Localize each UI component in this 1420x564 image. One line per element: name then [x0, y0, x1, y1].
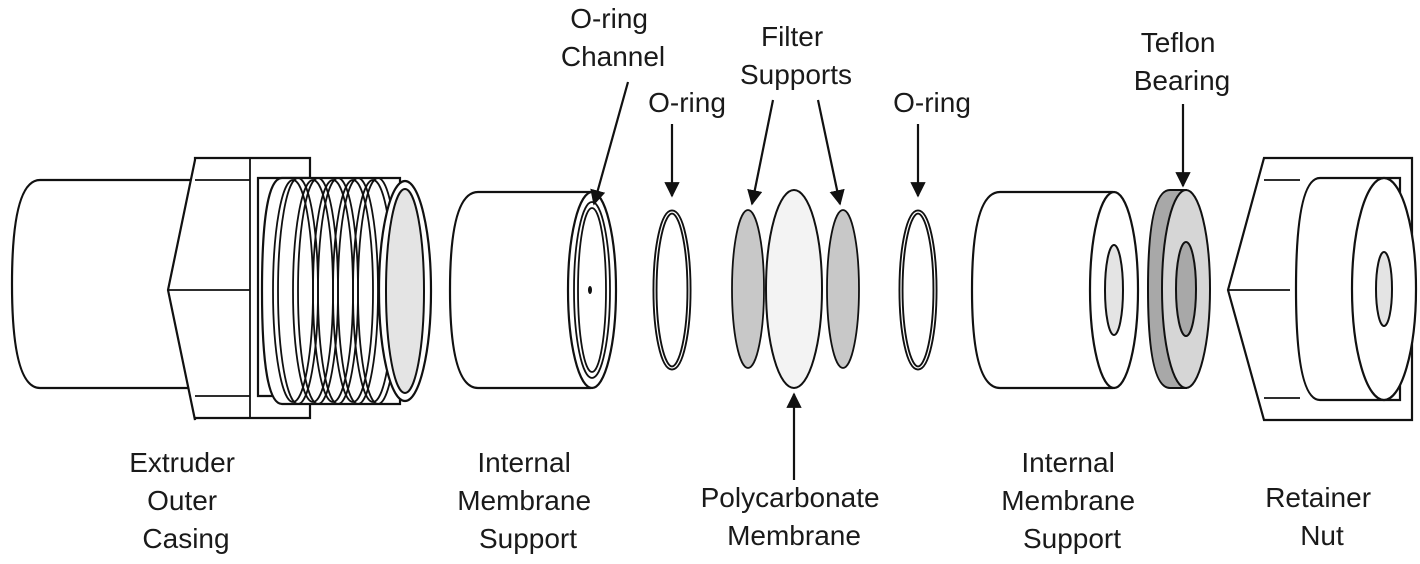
- label-filter-supports: Filter Supports: [740, 21, 852, 90]
- retainer-nut: [1226, 156, 1418, 422]
- label-o-ring-channel: O-ring Channel: [561, 3, 665, 72]
- label-polycarbonate-membrane: Polycarbonate Membrane: [701, 482, 888, 551]
- teflon-bearing: [1146, 189, 1211, 389]
- arrow-filter-support-left: [747, 99, 775, 206]
- label-retainer-nut: Retainer Nut: [1265, 482, 1379, 551]
- arrow-o-ring-channel: [590, 81, 630, 206]
- extruder-outer-casing: [10, 156, 433, 421]
- internal-membrane-support-right: [970, 190, 1140, 390]
- label-extruder-outer-casing: Extruder Outer Casing: [129, 447, 243, 554]
- polycarbonate-membrane: [765, 189, 823, 389]
- labels: O-ring Channel O-ring Filter Supports O-…: [129, 3, 1379, 554]
- callout-arrows: [590, 81, 1191, 480]
- filter-support-left: [731, 209, 765, 369]
- internal-membrane-support-left: [448, 190, 618, 390]
- o-ring-right: [898, 209, 938, 371]
- o-ring-left: [652, 209, 692, 371]
- arrow-filter-support-right: [816, 99, 845, 206]
- label-internal-membrane-support-left: Internal Membrane Support: [457, 447, 599, 554]
- label-teflon-bearing: Teflon Bearing: [1134, 27, 1231, 96]
- label-o-ring-right: O-ring: [893, 87, 971, 118]
- filter-support-right: [826, 209, 860, 369]
- label-internal-membrane-support-right: Internal Membrane Support: [1001, 447, 1143, 554]
- label-o-ring-left: O-ring: [648, 87, 726, 118]
